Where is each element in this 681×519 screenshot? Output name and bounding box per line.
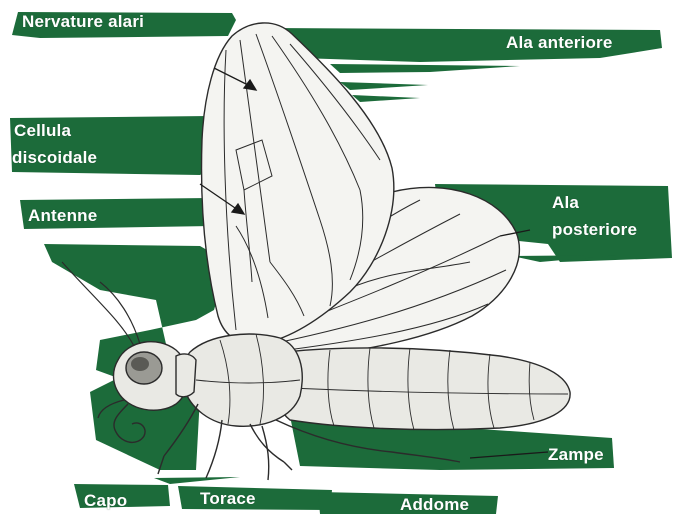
label-cellula-line2: discoidale (12, 148, 97, 167)
band-ala-anteriore-streak3 (352, 95, 420, 102)
label-cellula-line1: Cellula (14, 121, 71, 140)
label-nervature-alari: Nervature alari (22, 12, 144, 31)
label-ala-anteriore: Ala anteriore (506, 33, 613, 52)
abdomen (274, 348, 570, 430)
band-ala-anteriore-streak2 (340, 82, 428, 90)
label-torace: Torace (200, 489, 256, 508)
band-ala-anteriore-streak1 (330, 64, 520, 73)
label-addome: Addome (400, 495, 469, 514)
label-antenne: Antenne (28, 206, 97, 225)
label-ala-posteriore-line1: Ala (552, 193, 579, 212)
band-capo-streak (154, 477, 240, 484)
label-capo: Capo (84, 491, 127, 510)
label-zampe: Zampe (548, 445, 604, 464)
neck (176, 354, 196, 397)
label-ala-posteriore-line2: posteriore (552, 220, 637, 239)
